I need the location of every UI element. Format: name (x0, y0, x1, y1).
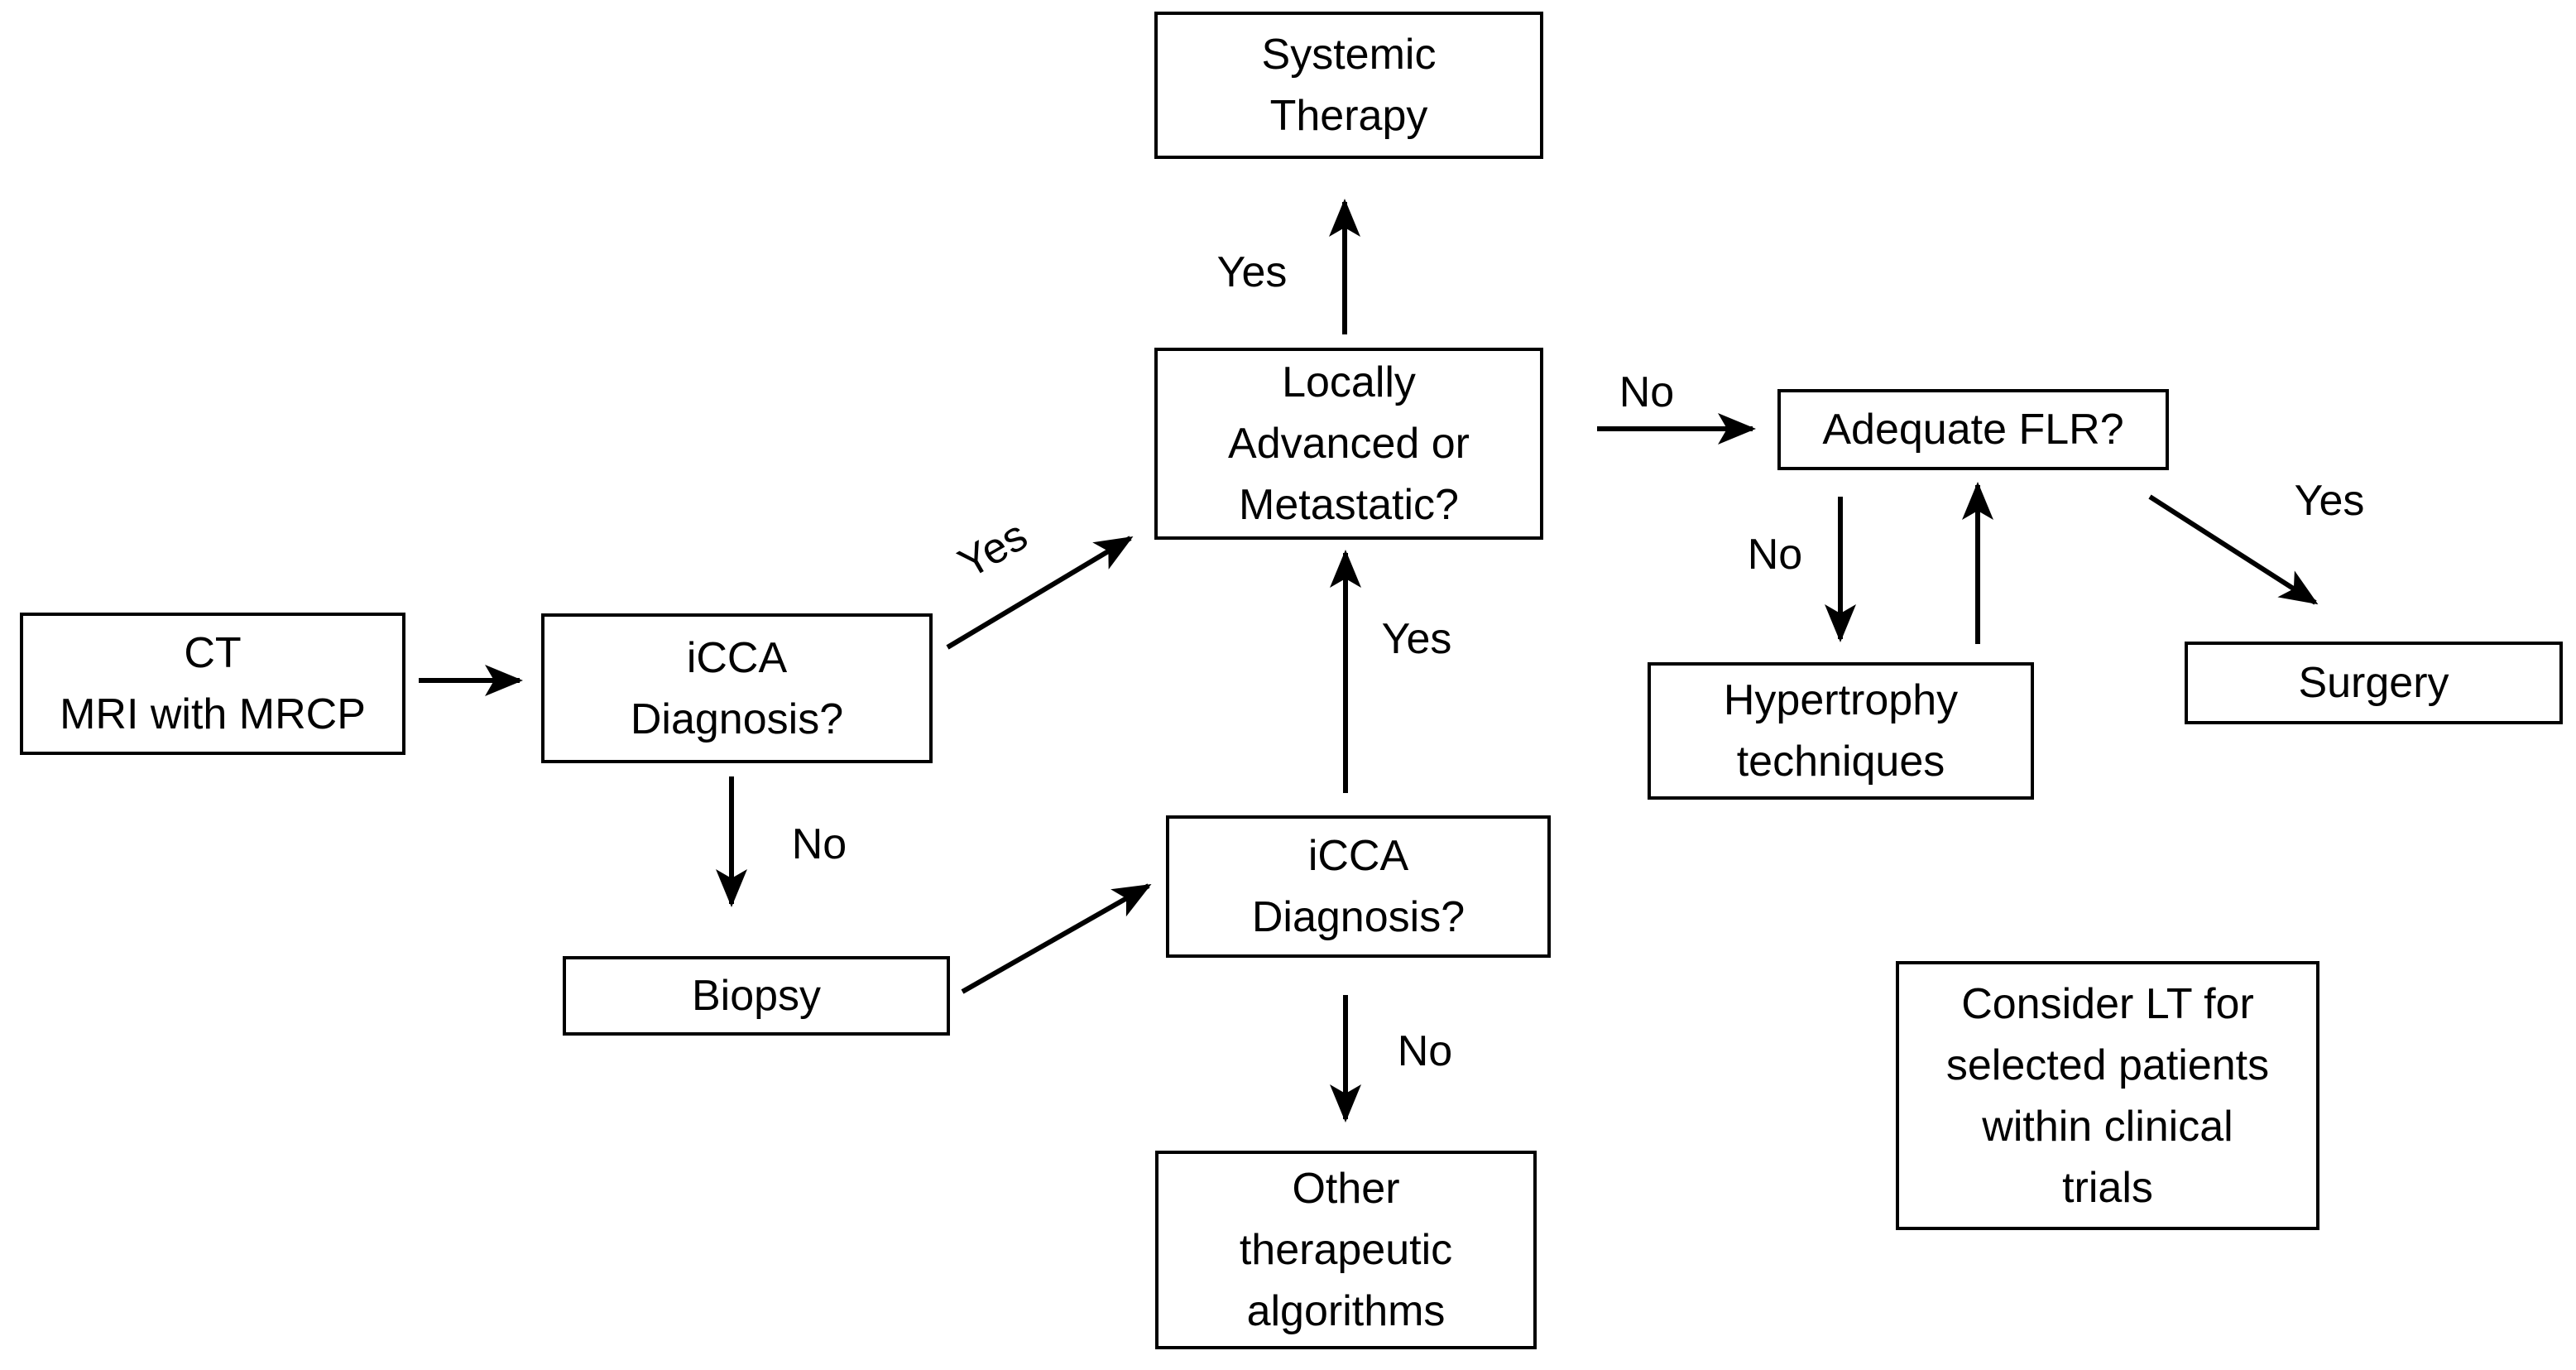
edge-label-no-icca1-to-biopsy: No (791, 820, 847, 868)
node-systemic-therapy-line1: Systemic (1261, 31, 1437, 79)
edge-label-no-flr-to-hypertrophy: No (1747, 531, 1803, 579)
node-locally-advanced-line3: Metastatic? (1239, 481, 1459, 529)
node-consider-lt-clinical-trials: Consider LT for selected patients within… (1896, 961, 2319, 1230)
edge-label-no-locally-to-flr: No (1619, 368, 1675, 416)
arrow-flr-to-surgery (2148, 494, 2319, 605)
edge-label-yes-icca2-to-locally: Yes (1381, 615, 1452, 663)
node-surgery: Surgery (2185, 642, 2563, 724)
edge-label-yes-locally-to-systemic: Yes (1216, 248, 1288, 296)
node-consider-lt-line4: trials (2062, 1163, 2153, 1212)
node-systemic-therapy: Systemic Therapy (1154, 12, 1543, 159)
node-adequate-flr-line1: Adequate FLR? (1822, 406, 2124, 454)
node-hypertrophy-line1: Hypertrophy (1723, 676, 1959, 724)
node-other-therapeutic-algorithms: Other therapeutic algorithms (1155, 1151, 1537, 1349)
node-other-algorithms-line1: Other (1292, 1165, 1400, 1213)
node-hypertrophy-techniques: Hypertrophy techniques (1648, 662, 2034, 800)
node-icca-diagnosis-1: iCCA Diagnosis? (541, 613, 933, 763)
edge-label-no-icca2-to-other: No (1397, 1027, 1453, 1075)
node-biopsy-line1: Biopsy (691, 972, 822, 1020)
node-biopsy: Biopsy (563, 956, 950, 1036)
edge-label-yes-flr-to-surgery: Yes (2294, 477, 2365, 525)
arrow-icca1-to-locally-advanced (946, 536, 1134, 650)
node-ct-mri-line1: CT (184, 629, 242, 677)
node-icca-diagnosis-2: iCCA Diagnosis? (1166, 815, 1551, 958)
node-icca-diagnosis-1-line1: iCCA (686, 633, 788, 682)
node-consider-lt-line2: selected patients (1945, 1041, 2270, 1089)
node-other-algorithms-line3: algorithms (1246, 1287, 1446, 1335)
node-icca-diagnosis-1-line2: Diagnosis? (630, 695, 844, 743)
node-ct-mri: CT MRI with MRCP (20, 613, 405, 755)
node-surgery-line1: Surgery (2298, 659, 2449, 707)
node-hypertrophy-line2: techniques (1736, 738, 1945, 786)
node-other-algorithms-line2: therapeutic (1239, 1226, 1453, 1274)
node-systemic-therapy-line2: Therapy (1269, 92, 1428, 140)
node-icca-diagnosis-2-line1: iCCA (1307, 832, 1409, 880)
arrow-biopsy-to-icca2 (961, 883, 1152, 994)
node-locally-advanced-line2: Advanced or (1228, 420, 1470, 468)
node-adequate-flr: Adequate FLR? (1777, 389, 2169, 470)
node-locally-advanced-line1: Locally (1282, 358, 1416, 406)
node-ct-mri-line2: MRI with MRCP (60, 690, 366, 738)
node-icca-diagnosis-2-line2: Diagnosis? (1251, 893, 1465, 941)
node-consider-lt-line3: within clinical (1982, 1102, 2233, 1151)
node-consider-lt-line1: Consider LT for (1961, 979, 2254, 1028)
node-locally-advanced-metastatic: Locally Advanced or Metastatic? (1154, 348, 1543, 540)
